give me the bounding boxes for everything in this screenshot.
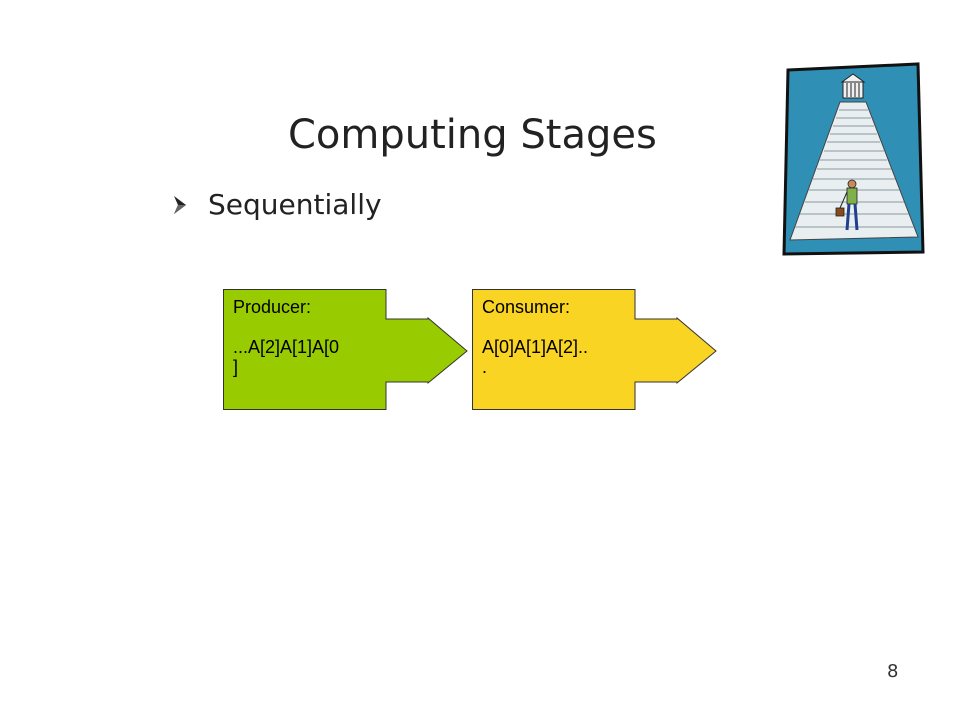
bullet-item: Sequentially (172, 188, 382, 221)
arrow-bullet-icon (174, 195, 186, 214)
bullet-text: Sequentially (208, 188, 382, 221)
consumer-label: Consumer: (482, 297, 571, 317)
consumer-value-line2: . (482, 357, 488, 377)
producer-label: Producer: (233, 297, 312, 317)
consumer-shape (472, 289, 717, 410)
producer-shape (223, 289, 468, 410)
consumer-stage: Consumer: A[0]A[1]A[2].. . (472, 289, 717, 410)
consumer-value-line1: A[0]A[1]A[2].. (482, 337, 589, 357)
staircase-to-temple-icon (782, 62, 925, 256)
producer-value-line2: ] (233, 357, 239, 377)
slide-title: Computing Stages (288, 112, 657, 158)
page-number: 8 (887, 661, 899, 682)
producer-stage: Producer: ...A[2]A[1]A[0 ] (223, 289, 468, 410)
producer-value-line1: ...A[2]A[1]A[0 (233, 337, 340, 357)
